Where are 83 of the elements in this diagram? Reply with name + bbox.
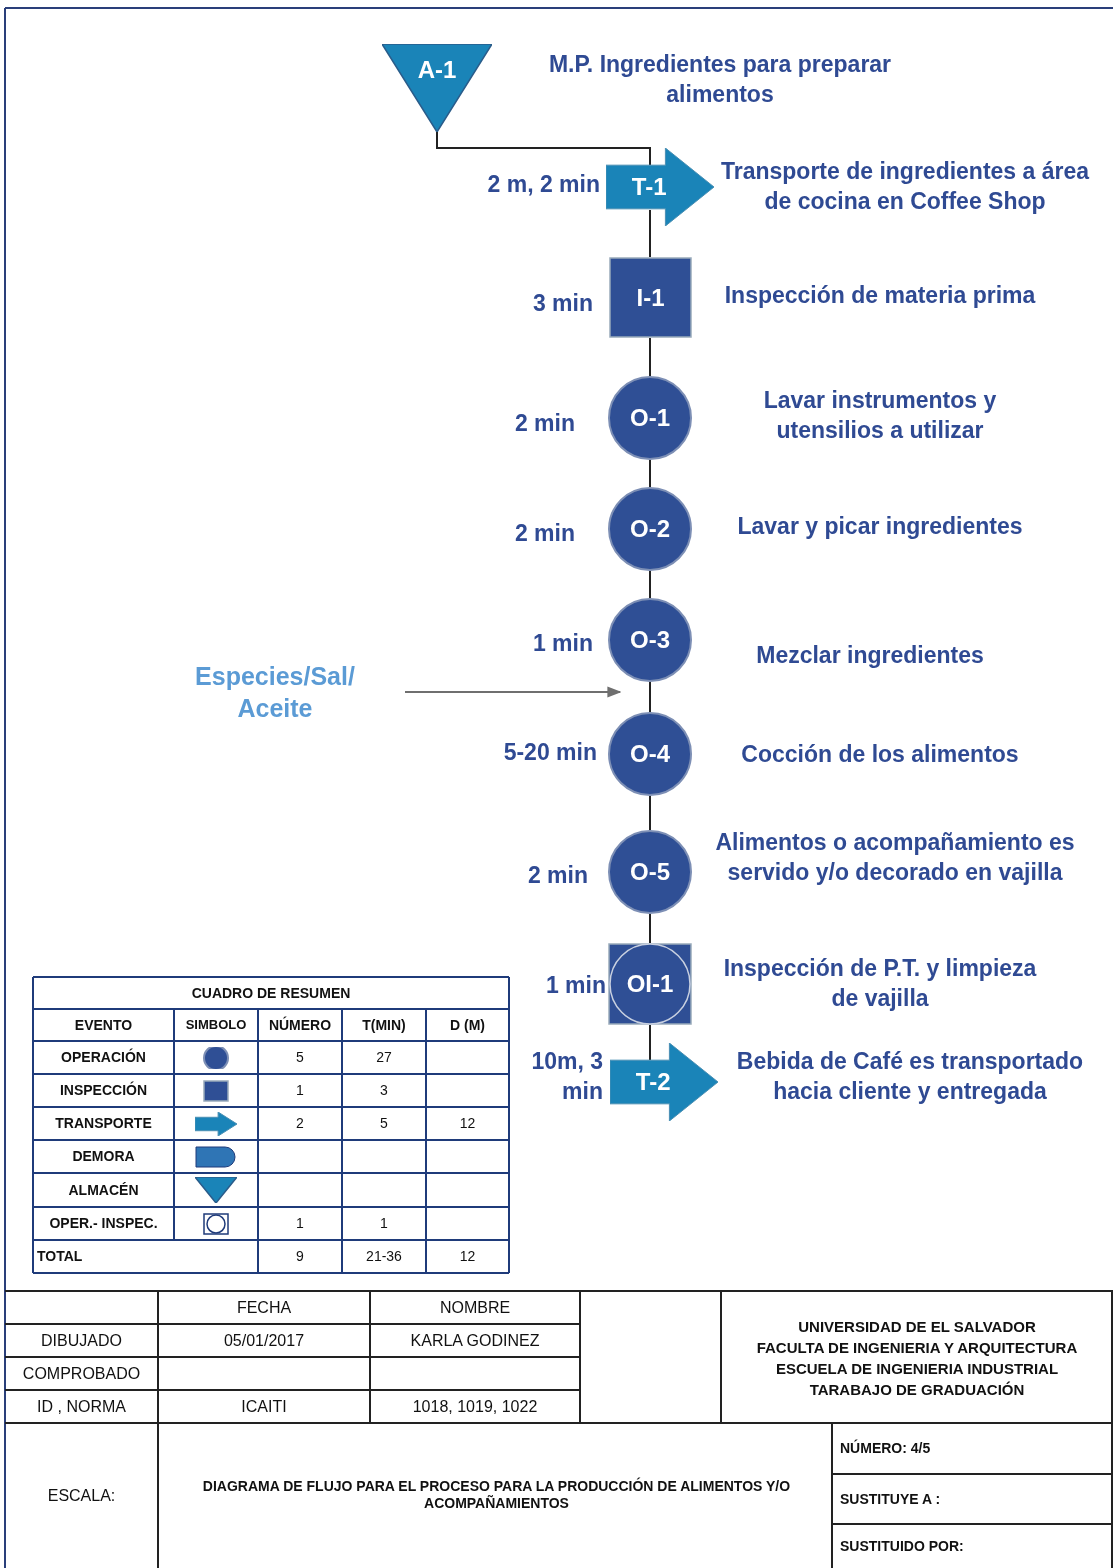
replaces-field: SUSTITUYE A : (836, 1490, 945, 1508)
institution-line: ESCUELA DE INGENIERIA INDUSTRIAL (774, 1359, 1060, 1378)
step-code: OI-1 (626, 970, 674, 998)
duration-label: 5-20 min (502, 738, 597, 768)
step-code: O-4 (630, 740, 670, 768)
institution-line: UNIVERSIDAD DE EL SALVADOR (797, 1317, 1037, 1336)
duration-label: 1 min (544, 971, 606, 1001)
column-header: FECHA (235, 1297, 293, 1318)
row-header: COMPROBADO (21, 1363, 142, 1384)
sheet-number: NÚMERO: 4/5 (839, 1440, 932, 1457)
step-description: Inspección de materia prima (723, 281, 1037, 311)
duration-label: 2 min (513, 409, 575, 439)
duration-label: 2 min (526, 861, 588, 891)
connector-line (649, 795, 651, 831)
connector-line (649, 459, 651, 488)
step-code: O-3 (630, 626, 670, 654)
table-value: 5 (379, 1115, 389, 1132)
table-title: CUADRO DE RESUMEN (190, 984, 352, 1002)
table-value: 5 (295, 1049, 305, 1066)
connector-line (649, 570, 651, 599)
column-header: NÚMERO (267, 1016, 333, 1034)
row-header: ID , NORMA (36, 1396, 127, 1417)
table-value: 27 (375, 1049, 393, 1066)
row-header: INSPECCIÓN (58, 1082, 149, 1099)
step-code: O-1 (630, 404, 670, 432)
step-description: Inspección de P.T. y limpieza de vajilla (722, 954, 1038, 1013)
step-code: O-5 (630, 858, 670, 886)
column-header: EVENTO (73, 1016, 134, 1034)
drawing-title: DIAGRAMA DE FLUJO PARA EL PROCESO PARA LA PRODUCCIÓN DE ALIMENTOS Y/O ACOMPAÑAMIENTOS (201, 1478, 792, 1512)
row-header: DIBUJADO (40, 1330, 123, 1351)
connector-line (404, 686, 622, 698)
step-description: Transporte de ingredientes a área de cocina en Coffee Shop (720, 157, 1090, 216)
duration-label: 2 m, 2 min (486, 170, 600, 200)
step-code: T-1 (631, 173, 667, 201)
table-value: 9 (295, 1248, 305, 1265)
date-value: 05/01/2017 (222, 1330, 306, 1351)
step-description: Bebida de Café es transportado hacia cliente y entregada (735, 1047, 1085, 1106)
column-header: SIMBOLO (184, 1017, 248, 1033)
table-value: 3 (379, 1082, 389, 1099)
step-description: Lavar y picar ingredientes (736, 512, 1024, 542)
row-header: TOTAL (36, 1248, 84, 1265)
duration-label: 1 min (531, 629, 593, 659)
norm-value: 1018, 1019, 1022 (411, 1396, 539, 1417)
row-header: TRANSPORTE (54, 1115, 153, 1132)
institution-line: TARABAJO DE GRADUACIÓN (808, 1380, 1026, 1399)
table-value: 1 (295, 1215, 305, 1232)
table-value: 12 (458, 1248, 477, 1265)
scale-label: ESCALA: (46, 1485, 117, 1506)
step-description: Mezclar ingredientes (755, 641, 985, 671)
row-header: OPERACIÓN (60, 1049, 147, 1066)
row-header: OPER.- INSPEC. (48, 1215, 159, 1232)
input-label: Especies/Sal/ Aceite (194, 660, 356, 724)
duration-label: 10m, 3 min (530, 1047, 603, 1106)
step-code: I-1 (636, 283, 665, 312)
column-header: NOMBRE (438, 1297, 512, 1318)
connector-line (649, 337, 651, 377)
connector-line (649, 913, 651, 944)
column-header: T(MIN) (361, 1016, 407, 1034)
column-header: D (M) (449, 1016, 486, 1034)
connector-line (649, 1024, 651, 1061)
connector-line (649, 681, 651, 713)
name-value: KARLA GODINEZ (409, 1330, 541, 1351)
norm-value: ICAITI (240, 1396, 288, 1417)
institution-line: FACULTA DE INGENIERIA Y ARQUITECTURA (755, 1338, 1079, 1357)
table-value: 12 (458, 1115, 477, 1132)
table-value: 2 (295, 1115, 305, 1132)
step-code: A-1 (417, 56, 457, 84)
step-code: T-2 (635, 1068, 671, 1096)
step-description: Cocción de los alimentos (740, 740, 1020, 770)
duration-label: 3 min (531, 289, 593, 319)
step-description: Alimentos o acompañamiento es servido y/o decorado en vajilla (714, 828, 1076, 887)
step-description: Lavar instrumentos y utensilios a utilizar (762, 386, 998, 445)
step-description: M.P. Ingredientes para preparar alimentos (547, 50, 893, 109)
connector-line (436, 131, 651, 166)
duration-label: 2 min (513, 519, 575, 549)
row-header: ALMACÉN (67, 1181, 140, 1199)
table-value: 1 (295, 1082, 305, 1099)
step-code: O-2 (630, 515, 670, 543)
connector-line (649, 209, 651, 258)
table-value: 21-36 (365, 1248, 403, 1265)
row-header: DEMORA (71, 1148, 136, 1165)
replaced-by-field: SUSTITUIDO POR: (836, 1537, 968, 1555)
table-value: 1 (379, 1215, 389, 1232)
